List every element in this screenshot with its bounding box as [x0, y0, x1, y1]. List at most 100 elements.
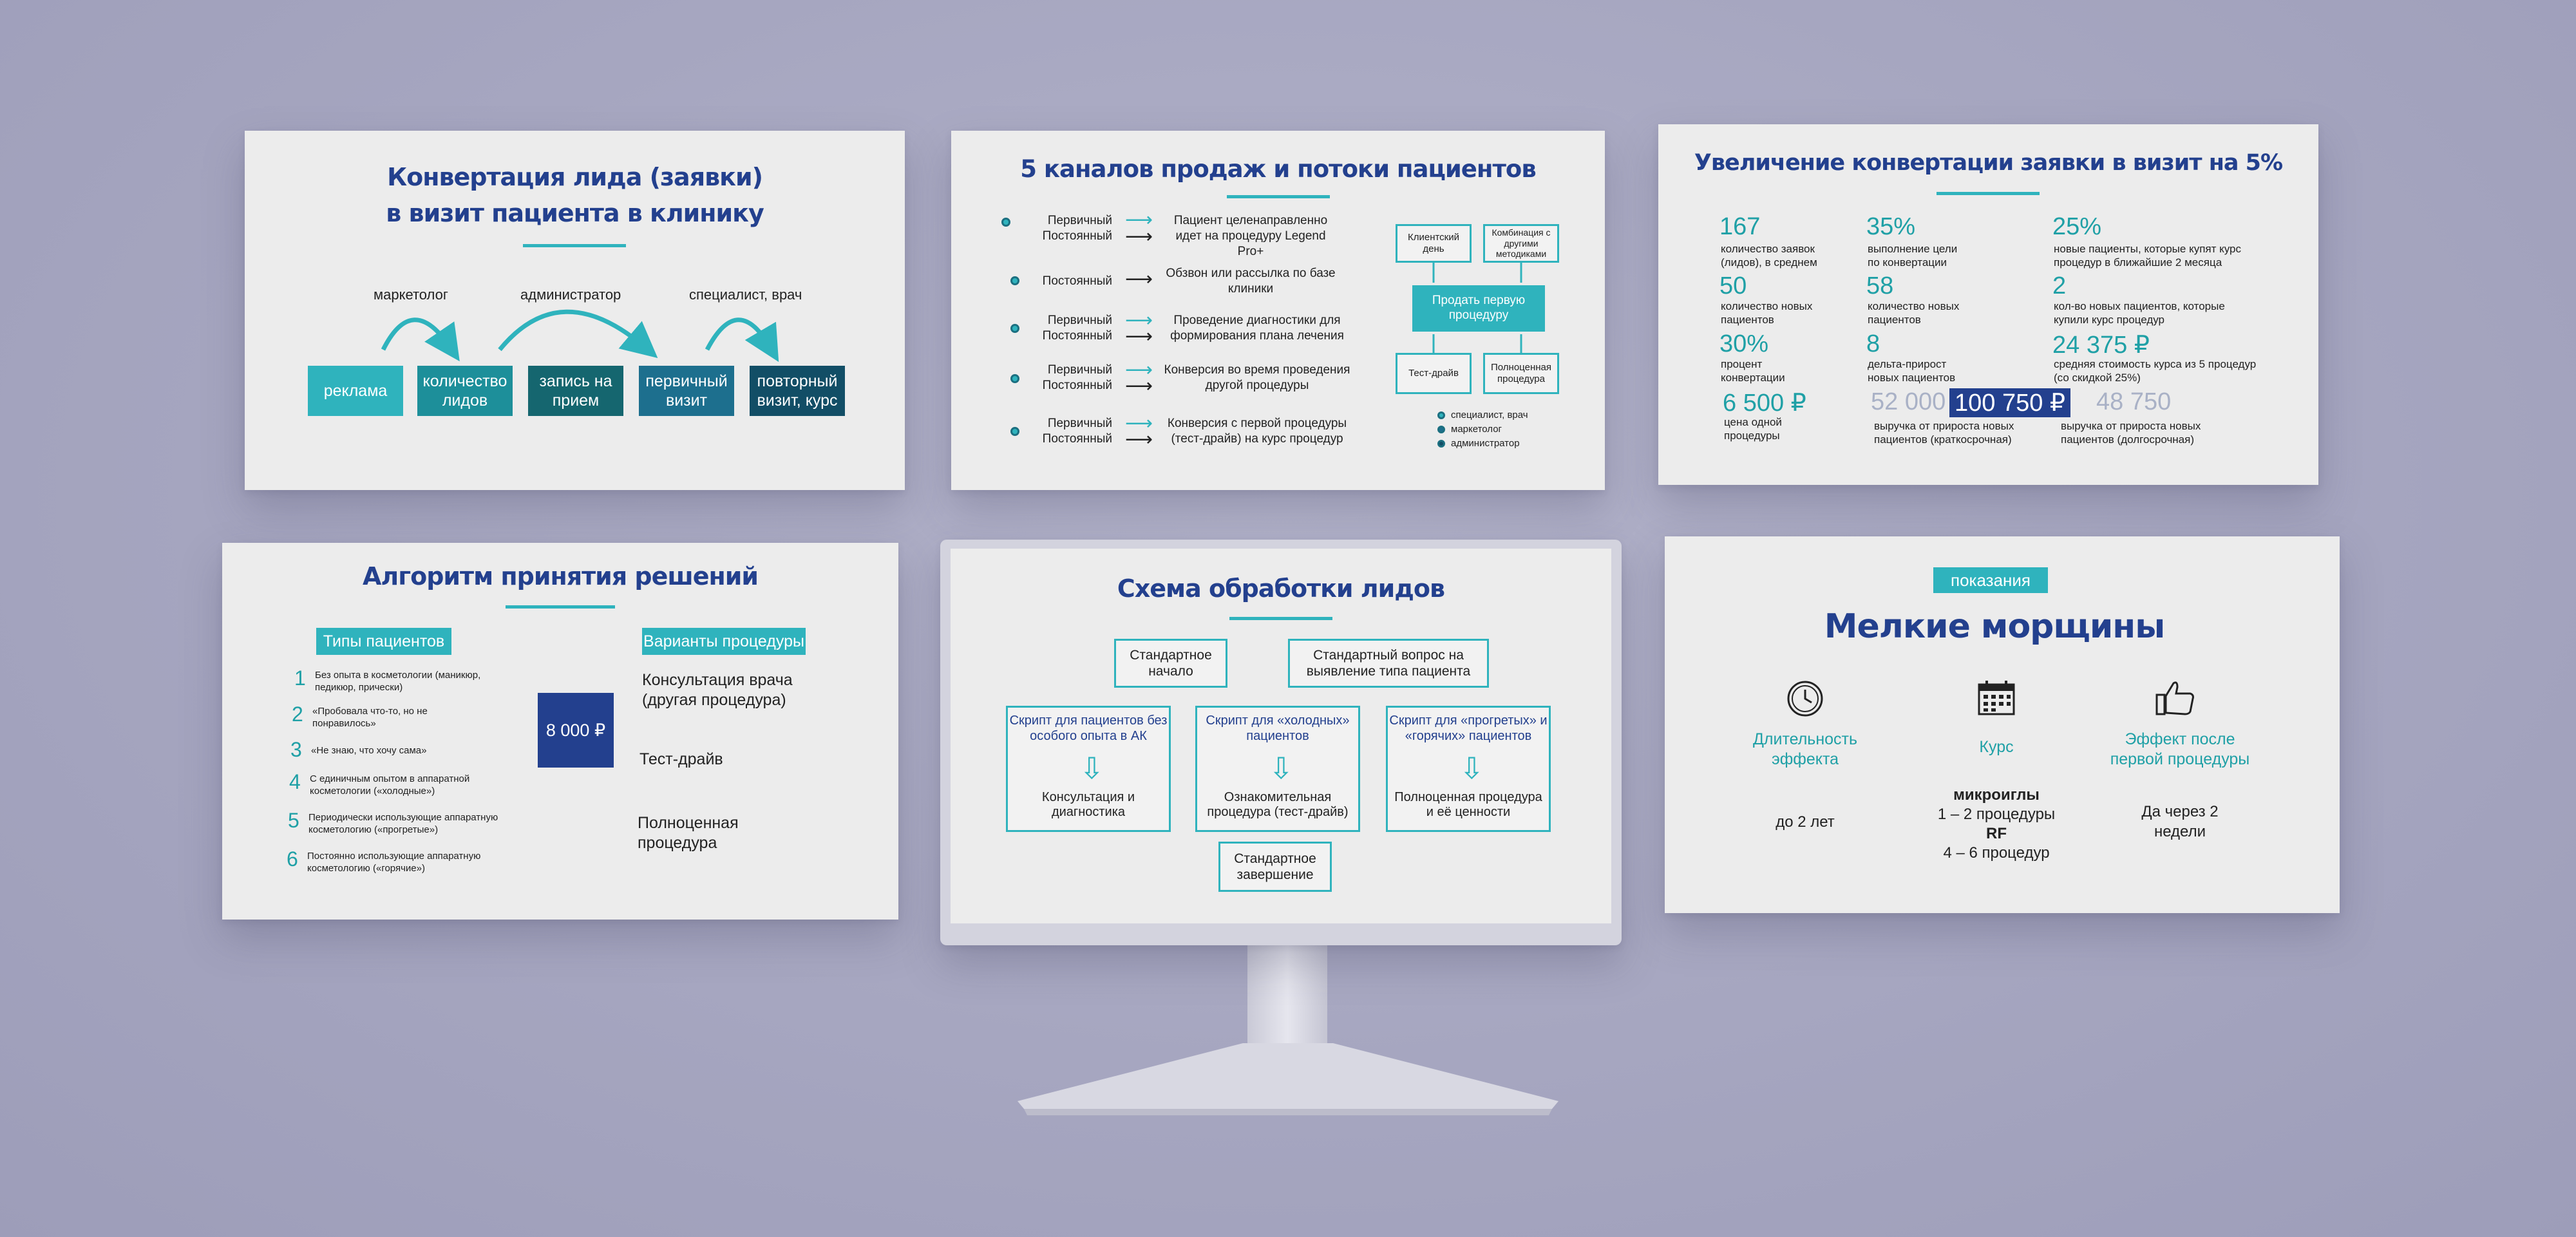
type-number: 1	[294, 666, 306, 690]
metric-value: 2	[2052, 272, 2067, 299]
metric-label: новые пациенты, которые купят курс проце…	[2054, 243, 2242, 269]
course-rf-count: 4 – 6 процедур	[1943, 844, 2050, 862]
legend-dot	[1437, 440, 1445, 448]
revenue-short-label: выручка от прироста новых пациентов (кра…	[1874, 420, 2014, 446]
arrow-icon: ⟶	[1125, 326, 1153, 347]
flow-primary: Первичный	[1047, 314, 1112, 327]
role-label: специалист, врач	[689, 287, 802, 303]
slide-lead-processing: Схема обработки лидов Стандартное начало…	[951, 549, 1611, 923]
slide-title-line1: Конвертация лида (заявки)	[387, 163, 763, 191]
script-text: Скрипт для «холодных» пациентов	[1206, 713, 1350, 743]
metric-value: 25%	[2052, 213, 2102, 240]
flow-regular: Постоянный	[1042, 432, 1112, 446]
slide-title: 5 каналов продаж и потоки пациентов	[1020, 155, 1536, 183]
metric-label: дельта-прирост новых пациентов	[1868, 358, 1956, 384]
metric-label: количество заявок (лидов), в среднем	[1721, 243, 1817, 269]
thumbs-up-icon	[2155, 681, 2194, 715]
metric-label: выполнение цели по конвертации	[1868, 243, 1958, 269]
course-microneedles-count: 1 – 2 процедуры	[1937, 806, 2056, 823]
metric-label: кол-во новых пациентов, которые купили к…	[2054, 300, 2225, 326]
course-microneedles: микроиглы	[1953, 786, 2040, 804]
arrow-icon: ⟶	[1125, 226, 1153, 247]
arrow-icon: ⟶	[1125, 310, 1153, 331]
arrow-curve	[498, 309, 658, 359]
title-underline	[506, 605, 615, 609]
step-box: реклама	[308, 366, 403, 416]
result-text: Ознакомительная процедура (тест-драйв)	[1207, 790, 1349, 819]
channel-dot	[1010, 427, 1019, 436]
slide-conversion-increase: Увеличение конвертации заявки в визит на…	[1658, 124, 2318, 485]
step-box: запись на прием	[528, 366, 623, 416]
flow-primary: Первичный	[1047, 363, 1112, 377]
channel-text: Конверсия с первой процедуры (тест-драйв…	[1167, 417, 1347, 446]
metric-value: 35%	[1866, 213, 1916, 240]
slide-title-line2: в визит пациента в клинику	[386, 199, 764, 227]
arrow-curve	[381, 317, 460, 362]
slide-fine-wrinkles: показания Мелкие морщины Длительность эф…	[1665, 536, 2340, 913]
flow-regular: Постоянный	[1042, 229, 1112, 243]
diagram-full-procedure: Полноценная процедура	[1483, 353, 1559, 394]
type-number: 4	[289, 770, 301, 793]
role-label: маркетолог	[374, 287, 448, 303]
revenue-long: 48 750	[2096, 388, 2172, 415]
legend-label: специалист, врач	[1451, 410, 1528, 420]
tag-patient-types: Типы пациентов	[316, 628, 451, 655]
type-text: «Пробовала что-то, но не понравилось»	[312, 706, 428, 729]
script-text: Скрипт для «прогретых» и «горячих» пацие…	[1389, 713, 1548, 743]
course-rf: RF	[1986, 825, 2007, 842]
down-arrow-icon: ⇩	[1269, 751, 1294, 785]
metric-value: 8	[1866, 330, 1880, 357]
channel-text: Конверсия во время проведения другой про…	[1164, 363, 1350, 392]
metric-label: количество новых пациентов	[1721, 300, 1813, 326]
arrow-icon: ⟶	[1125, 375, 1153, 397]
flow-regular: Постоянный	[1042, 274, 1112, 288]
diagram-client-day: Клиентский день	[1396, 224, 1472, 263]
result-text: Консультация и диагностика	[1041, 790, 1135, 819]
type-number: 3	[290, 738, 302, 761]
variant-full: Полноценная процедура	[638, 814, 739, 853]
column-value: Да через 2 недели	[2141, 803, 2219, 841]
slide-sales-channels: 5 каналов продаж и потоки пациентов Перв…	[951, 131, 1605, 490]
channel-dot	[1010, 374, 1019, 383]
metric-label: процент конвертации	[1721, 358, 1785, 384]
type-number: 6	[287, 847, 298, 871]
clock-icon	[1787, 681, 1823, 717]
arrow-icon: ⟶	[1125, 413, 1153, 434]
tag-indications: показания	[1933, 567, 2048, 593]
title-underline	[1229, 617, 1332, 620]
metric-label: цена одной процедуры	[1724, 416, 1782, 442]
channel-text: Пациент целенаправленно идет на процедур…	[1173, 214, 1328, 258]
column-value: до 2 лет	[1776, 813, 1835, 831]
slide-decision-algorithm: Алгоритм принятия решений Типы пациентов…	[222, 543, 898, 920]
metric-value: 24 375 ₽	[2052, 332, 2150, 359]
type-number: 5	[288, 809, 299, 832]
type-text: Постоянно использующие аппаратную космет…	[307, 851, 481, 874]
step-box: первичный визит	[639, 366, 734, 416]
script-box: Скрипт для «прогретых» и «горячих» пацие…	[1386, 706, 1551, 832]
channel-text: Обзвон или рассылка по базе клиники	[1166, 267, 1336, 296]
flow-regular: Постоянный	[1042, 329, 1112, 343]
revenue-short-highlight: 100 750 ₽	[1949, 388, 2071, 417]
arrow-icon: ⟶	[1125, 429, 1153, 450]
role-label: администратор	[520, 287, 621, 303]
tag-procedure-variants: Варианты процедуры	[642, 628, 806, 655]
type-text: Периодически использующие аппаратную кос…	[308, 812, 498, 835]
arrow-icon: ⟶	[1125, 359, 1153, 381]
slide-title: Увеличение конвертации заявки в визит на…	[1694, 150, 2283, 176]
flow-arrows	[381, 309, 779, 363]
arrow-icon: ⟶	[1125, 269, 1153, 290]
down-arrow-icon: ⇩	[1079, 751, 1104, 785]
revenue-base: 52 000	[1871, 388, 1946, 415]
calendar-icon	[1978, 681, 2015, 715]
channel-dot	[1001, 218, 1010, 227]
type-number: 2	[292, 703, 303, 726]
slide-title: Алгоритм принятия решений	[363, 562, 759, 590]
type-text: Без опыта в косметологии (маникюр, педик…	[315, 670, 481, 693]
title-underline	[1227, 195, 1330, 198]
legend-dot	[1437, 411, 1445, 419]
box-standard-question: Стандартный вопрос на выявление типа пац…	[1288, 639, 1489, 688]
channel-dot	[1010, 324, 1019, 333]
type-text: С единичным опытом в аппаратной косметол…	[310, 773, 470, 797]
flow-primary: Первичный	[1047, 417, 1112, 430]
metric-value: 6 500 ₽	[1723, 390, 1806, 417]
